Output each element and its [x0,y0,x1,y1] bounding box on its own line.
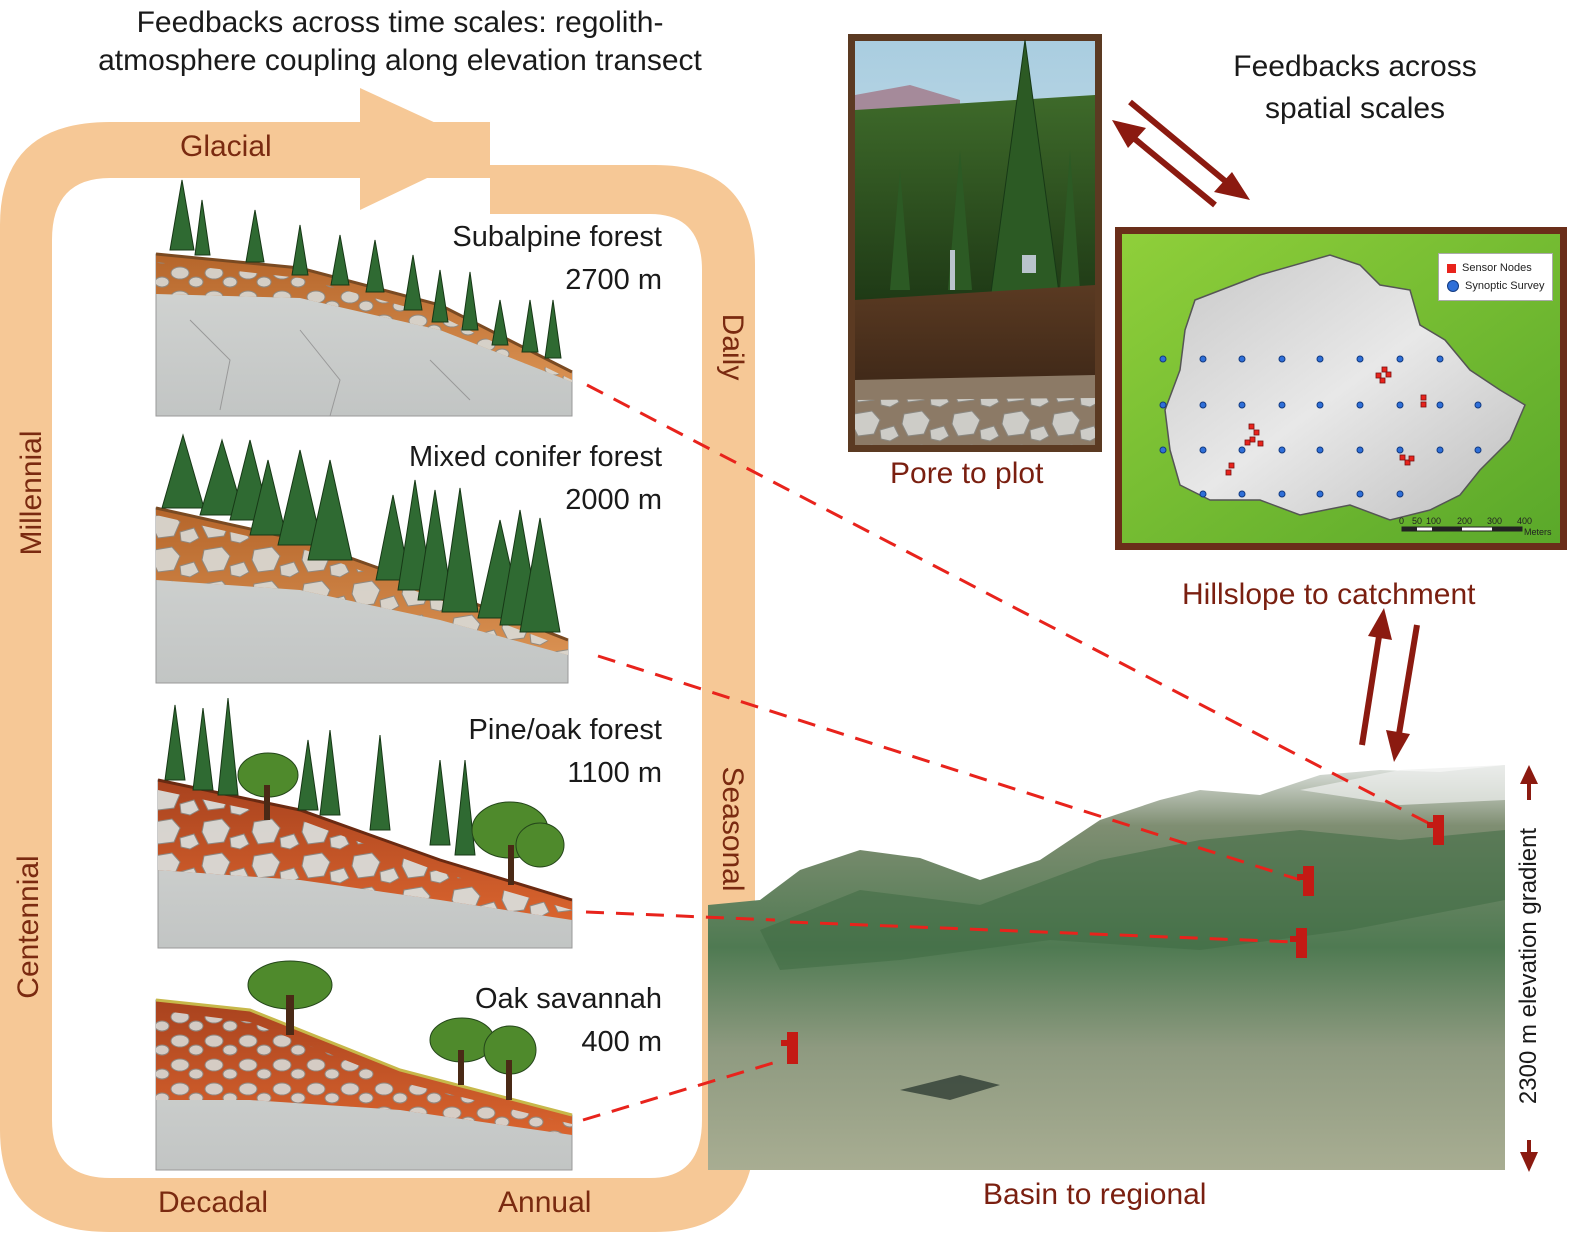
synoptic-survey-points [1159,355,1482,498]
conifer-trees [161,179,562,856]
scale-tick-200: 200 [1457,516,1473,526]
catchment-outline [1164,254,1526,521]
elevation-gradient-arrow [1520,765,1538,1172]
spatial-title-line2: spatial scales [1264,92,1446,125]
eco-elev-subalpine: 2700 m [565,264,662,296]
label-hillslope-to-catchment: Hillslope to catchment [1182,578,1476,611]
pore-to-plot-illustration [848,34,1102,452]
label-centennial: Centennial [12,855,45,999]
legend-sensor-nodes: Sensor Nodes [1447,259,1544,277]
elevation-connector-lines [582,383,1433,1122]
figure-title-line2: atmosphere coupling along elevation tran… [98,44,702,77]
eco-name-mixed-conifer: Mixed conifer forest [408,441,662,473]
scale-tick-100: 100 [1426,516,1442,526]
spatial-feedback-arrows [1112,99,1420,762]
basin-terrain [708,765,1505,1170]
oak-trees [237,752,565,1075]
label-seasonal: Seasonal [716,766,749,892]
map-legend: Sensor Nodes Synoptic Survey [1438,253,1554,301]
eco-label-subalpine: Subalpine forest 2700 m [340,216,662,302]
label-glacial: Glacial [180,130,272,163]
legend-synoptic-survey: Synoptic Survey [1447,277,1544,295]
synoptic-survey-swatch [1447,280,1459,293]
scale-tick-50: 50 [1412,516,1423,526]
label-daily: Daily [716,313,749,381]
figure-title-line1: Feedbacks across time scales: regolith- [136,6,664,39]
sensor-node-swatch [1447,263,1456,273]
label-basin-to-regional: Basin to regional [983,1178,1207,1211]
scale-tick-400: 400 [1517,516,1533,526]
scale-tick-300: 300 [1487,516,1503,526]
label-annual: Annual [498,1186,592,1219]
eco-name-pine-oak: Pine/oak forest [468,714,662,746]
spatial-scales-title: Feedbacks across spatial scales [1190,46,1520,130]
eco-label-pine-oak: Pine/oak forest 1100 m [340,709,662,795]
map-scale-bar [1401,526,1523,532]
eco-name-oak-savannah: Oak savannah [474,983,662,1015]
figure-title: Feedbacks across time scales: regolith- … [40,4,760,80]
scale-unit: Meters [1524,527,1552,537]
eco-label-oak-savannah: Oak savannah 400 m [340,978,662,1064]
label-millennial: Millennial [15,430,48,556]
eco-label-mixed-conifer: Mixed conifer forest 2000 m [340,436,662,522]
eco-name-subalpine: Subalpine forest [452,221,662,253]
label-decadal: Decadal [158,1186,269,1219]
tree-trunks [264,785,514,1100]
eco-elev-mixed-conifer: 2000 m [565,484,662,516]
eco-elev-oak-savannah: 400 m [581,1026,662,1058]
scale-tick-0: 0 [1399,516,1405,526]
eco-elev-pine-oak: 1100 m [567,757,662,789]
sensor-node-points [1225,366,1427,476]
glacial-arrow [330,88,490,210]
label-pore-to-plot: Pore to plot [890,457,1044,490]
spatial-title-line1: Feedbacks across [1233,50,1477,83]
sensor-site-markers [781,815,1444,1064]
label-elevation-gradient: 2300 m elevation gradient [1515,827,1542,1105]
